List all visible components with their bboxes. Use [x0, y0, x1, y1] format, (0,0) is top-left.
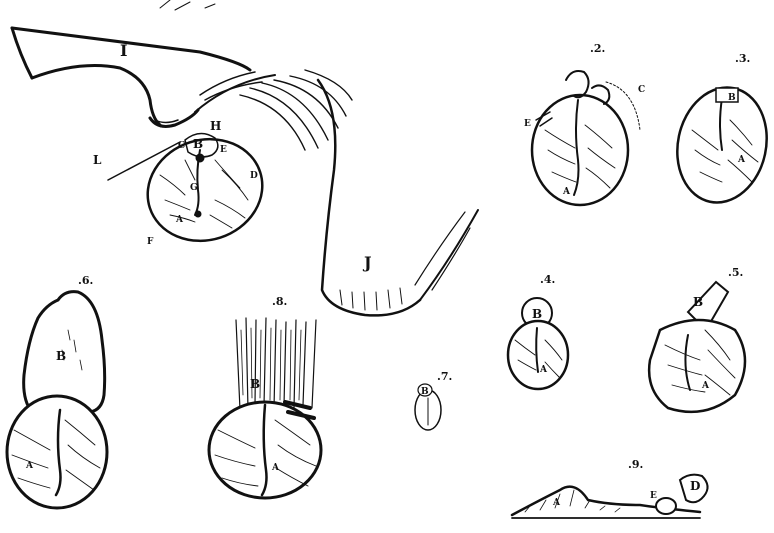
figure-5-number: .5. — [728, 266, 743, 279]
figure-4-number: .4. — [540, 273, 555, 286]
figure-6-number: .6. — [78, 274, 93, 287]
figure-4: .4. B A — [508, 273, 568, 389]
figure-2-number: .2. — [590, 42, 605, 55]
figure-2: .2. C E A — [524, 42, 645, 205]
label-d: D — [690, 479, 700, 493]
seed-body — [508, 321, 568, 389]
label-a: A — [25, 461, 34, 471]
stem-line — [195, 75, 275, 112]
figure-3-number: .3. — [735, 52, 750, 65]
label-a: A — [737, 155, 746, 165]
striation — [240, 95, 305, 150]
stem-knot — [150, 110, 198, 126]
label-e: E — [650, 491, 657, 501]
label-b: B — [193, 137, 203, 151]
label-a: A — [271, 463, 280, 473]
figure-3: .3. B A — [667, 52, 774, 211]
label-a: A — [539, 365, 548, 375]
figure-7-number: .7. — [437, 370, 452, 383]
label-b: B — [693, 295, 703, 309]
label-a: A — [552, 498, 561, 508]
label-i: I — [120, 41, 127, 60]
figure-1: I J L B C E H D G — [12, 0, 478, 315]
label-f: F — [147, 237, 154, 247]
leaf-i-upper-edge — [12, 28, 250, 70]
label-b: B — [250, 377, 260, 391]
label-g: G — [190, 183, 198, 193]
stalk-j-hatching — [340, 288, 402, 310]
label-c: C — [178, 141, 185, 151]
figure-9: .9. D A E — [512, 458, 708, 518]
label-h: H — [210, 119, 221, 133]
leaf-i-lower-edge — [32, 66, 160, 125]
label-d: D — [250, 171, 258, 181]
stalk-j-outline — [318, 80, 420, 315]
label-a: A — [175, 215, 184, 225]
fiber-strands — [236, 318, 316, 410]
label-j: J — [362, 253, 372, 272]
label-b: B — [421, 387, 429, 397]
figure-5: .5. B A — [649, 266, 745, 412]
seed-knob — [656, 498, 676, 514]
hatch-strokes — [160, 0, 215, 10]
label-e: E — [220, 145, 227, 155]
figure-8: .8. B A — [209, 295, 321, 498]
label-b: B — [728, 93, 736, 103]
leaf-i-tip — [12, 28, 32, 78]
stem-knot-inner — [155, 120, 178, 123]
label-a: A — [562, 187, 571, 197]
label-b: B — [532, 307, 542, 321]
label-b: B — [56, 349, 66, 363]
seed-body — [532, 95, 628, 205]
figure-7: .7. B — [415, 370, 452, 430]
seed-chalaza — [195, 211, 201, 217]
label-e: E — [524, 119, 531, 129]
seed-hilum — [196, 154, 204, 162]
stalk-j-fiber — [432, 228, 470, 290]
figure-8-number: .8. — [272, 295, 287, 308]
label-c: C — [638, 85, 645, 95]
seed-body — [134, 125, 275, 256]
seed-body — [649, 320, 745, 412]
stalk-j-right — [420, 210, 478, 300]
label-l: L — [93, 153, 102, 167]
stem-line — [200, 72, 255, 95]
figure-6: .6. B A — [7, 274, 107, 508]
figure-9-number: .9. — [628, 458, 643, 471]
label-a: A — [701, 381, 710, 391]
